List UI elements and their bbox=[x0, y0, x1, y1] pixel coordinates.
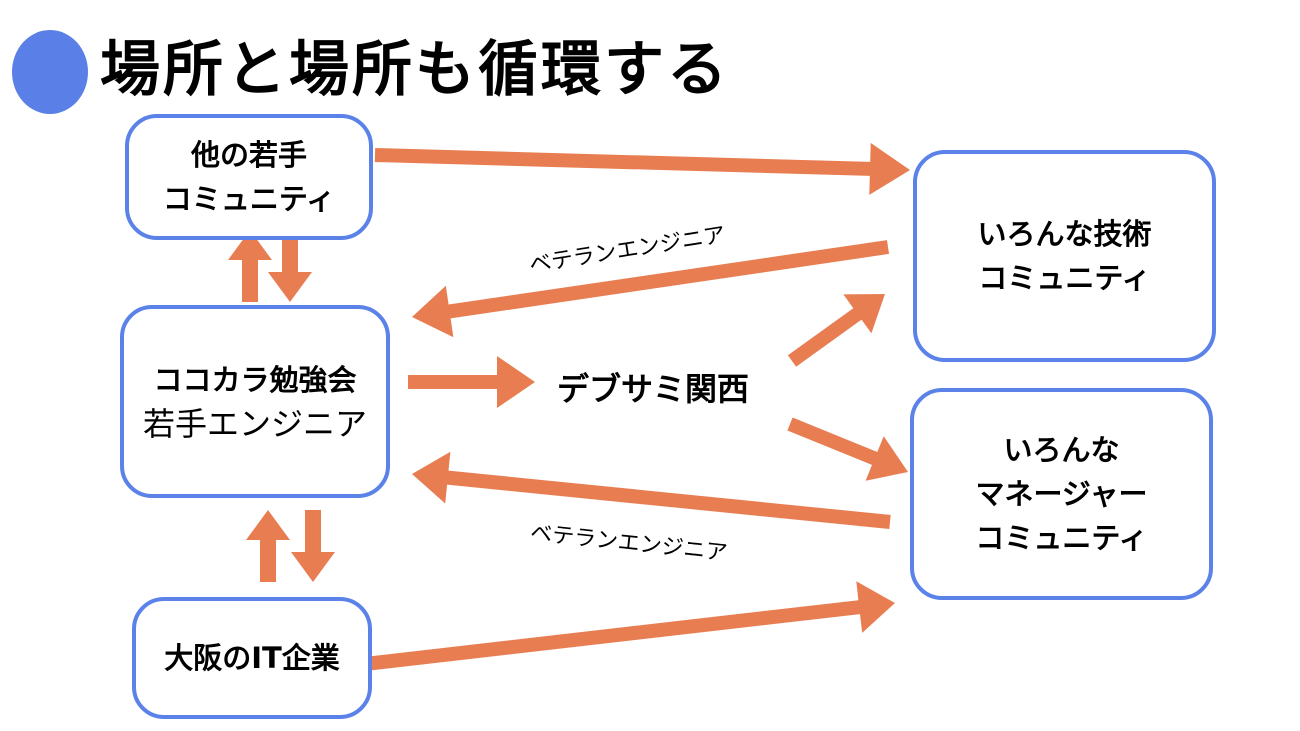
node-cococara: ココカラ勉強会 若手エンジニア bbox=[120, 305, 390, 498]
node-line: 他の若手 bbox=[190, 138, 307, 172]
arrow-cococara-to-osaka bbox=[291, 510, 335, 582]
node-line: 若手エンジニア bbox=[142, 404, 367, 443]
arrow-cococara-to-hub bbox=[408, 356, 535, 408]
node-line: ココカラ勉強会 bbox=[153, 362, 357, 397]
title-bullet-icon bbox=[12, 30, 88, 114]
node-line: コミュニティ bbox=[975, 521, 1148, 555]
arrow-tech-to-cococara bbox=[412, 240, 889, 338]
node-line: いろんな技術 bbox=[977, 217, 1152, 251]
node-other-youth-community: 他の若手 コミュニティ bbox=[125, 114, 373, 240]
node-line: 大阪のIT企業 bbox=[164, 641, 340, 675]
node-tech-communities: いろんな技術 コミュニティ bbox=[913, 150, 1216, 362]
arrow-hub-to-tech bbox=[787, 294, 885, 367]
arrow-youth-to-tech bbox=[374, 142, 910, 195]
node-line: マネージャー bbox=[975, 477, 1148, 511]
node-line: いろんな bbox=[1003, 433, 1120, 467]
slide-title: 場所と場所も循環する bbox=[100, 35, 730, 105]
arrow-youth-to-cococara bbox=[268, 232, 312, 302]
arrow-managers-to-cococara bbox=[412, 451, 891, 529]
arrow-hub-to-managers bbox=[787, 417, 908, 481]
arrow-osaka-to-managers bbox=[364, 581, 895, 671]
node-line: コミュニティ bbox=[978, 261, 1151, 295]
node-manager-communities: いろんな マネージャー コミュニティ bbox=[910, 388, 1213, 600]
hub-devsumi-kansai: デブサミ関西 bbox=[557, 370, 750, 408]
node-osaka-it: 大阪のIT企業 bbox=[132, 597, 372, 719]
arrow-cococara-to-youth bbox=[228, 230, 272, 302]
arrow-osaka-to-cococara bbox=[246, 510, 290, 582]
node-line: コミュニティ bbox=[162, 182, 336, 216]
